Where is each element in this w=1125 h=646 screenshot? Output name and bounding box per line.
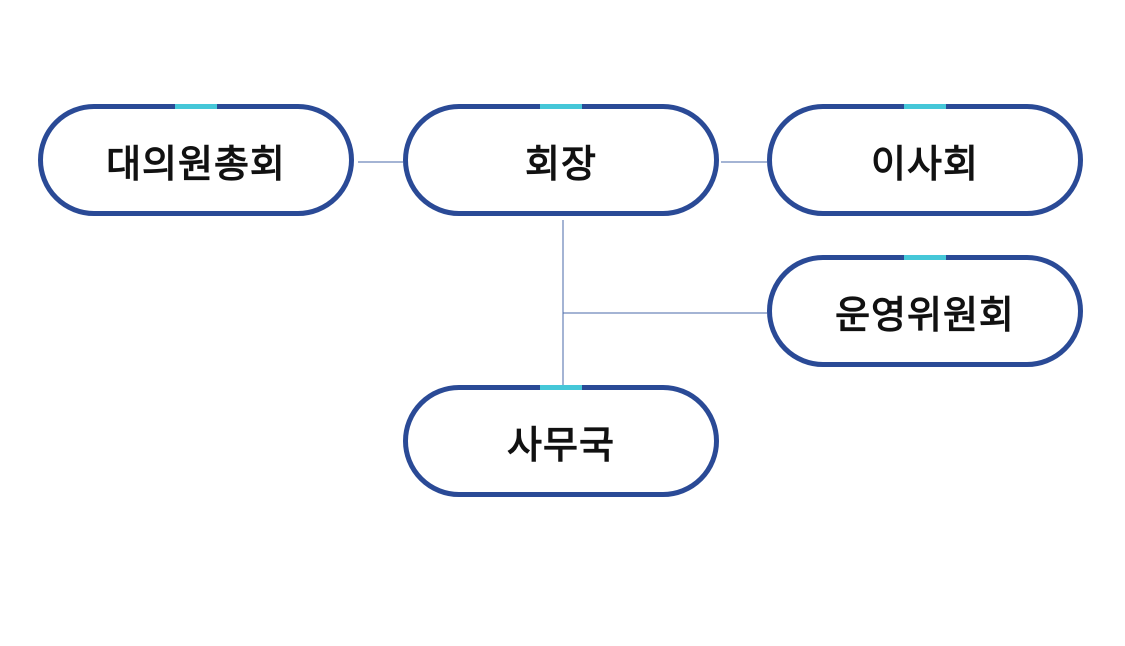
node-assembly: 대의원총회 [38, 104, 354, 216]
node-accent [904, 104, 946, 109]
node-label: 회장 [525, 141, 597, 186]
node-label: 운영위원회 [835, 292, 1015, 337]
node-secretariat: 사무국 [403, 385, 719, 497]
node-label: 사무국 [507, 422, 615, 467]
node-steering-committee: 운영위원회 [767, 255, 1083, 367]
node-accent [904, 255, 946, 260]
node-label: 이사회 [871, 141, 979, 186]
node-president: 회장 [403, 104, 719, 216]
node-accent [175, 104, 217, 109]
node-board: 이사회 [767, 104, 1083, 216]
node-accent [540, 385, 582, 390]
node-label: 대의원총회 [106, 141, 286, 186]
node-accent [540, 104, 582, 109]
